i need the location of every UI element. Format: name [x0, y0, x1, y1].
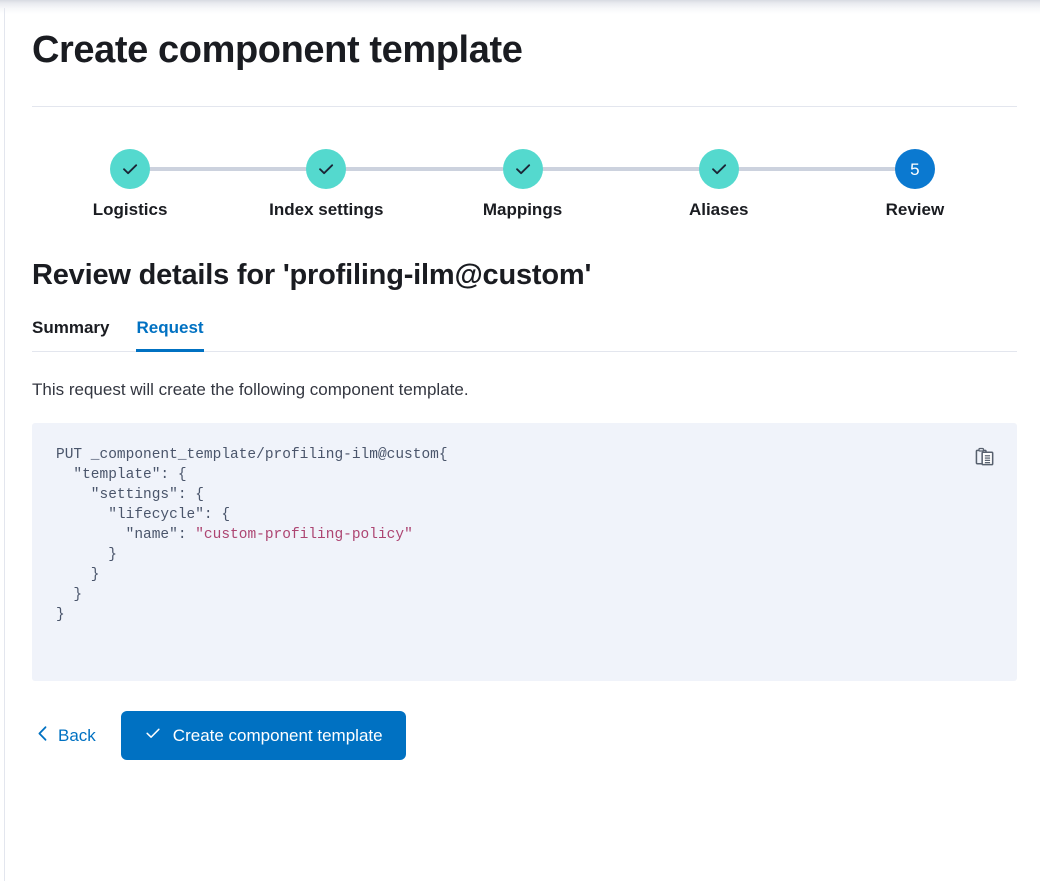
tab-summary[interactable]: Summary — [32, 318, 109, 352]
code-body-before: { "template": { "settings": { "lifecycle… — [73, 447, 448, 543]
request-code-text: PUT _component_template/profiling-ilm@cu… — [56, 445, 993, 625]
wizard-step-label: Review — [885, 200, 945, 219]
wizard-step-mappings[interactable]: Mappings — [424, 149, 620, 220]
window-left-border — [4, 8, 5, 881]
code-string-value: "custom-profiling-policy" — [195, 527, 413, 543]
review-heading: Review details for 'profiling-ilm@custom… — [32, 259, 592, 291]
tab-request[interactable]: Request — [136, 318, 204, 352]
wizard-step-indicator — [306, 149, 347, 189]
wizard-step-connector — [736, 167, 897, 171]
check-icon — [144, 724, 162, 747]
check-icon — [711, 164, 726, 175]
wizard-step-indicator — [502, 149, 543, 189]
create-component-template-button[interactable]: Create component template — [120, 711, 406, 760]
wizard-step-indicator: 5 — [894, 149, 935, 189]
create-component-template-page: Create component template Logistics Index… — [5, 0, 1040, 881]
create-component-template-button-label: Create component template — [172, 725, 383, 745]
check-icon — [515, 164, 530, 175]
copy-icon-glyph — [975, 447, 993, 465]
wizard-step-indicator — [110, 149, 151, 189]
wizard-step-connector — [540, 167, 701, 171]
request-code-block: PUT _component_template/profiling-ilm@cu… — [32, 423, 1017, 681]
code-body-after: } } } } — [56, 547, 117, 623]
wizard-step-index-settings[interactable]: Index settings — [228, 149, 424, 220]
wizard-step-label: Aliases — [688, 200, 749, 219]
wizard-step-label: Mappings — [482, 200, 563, 219]
header-divider — [32, 106, 1017, 107]
wizard-step-logistics[interactable]: Logistics — [32, 149, 228, 220]
code-request-line: PUT _component_template/profiling-ilm@cu… — [56, 447, 439, 463]
wizard-step-label: Logistics — [92, 200, 168, 219]
back-button-label: Back — [58, 725, 96, 745]
wizard-step-connector — [148, 167, 309, 171]
wizard-actions: Back Create component template — [32, 711, 1040, 760]
copy-icon[interactable] — [971, 443, 999, 471]
back-button[interactable]: Back — [32, 719, 100, 753]
page-title: Create component template — [32, 29, 523, 71]
wizard-step-connector — [344, 167, 505, 171]
wizard-step-aliases[interactable]: Aliases — [621, 149, 817, 220]
check-icon — [123, 164, 138, 175]
wizard-step-number: 5 — [910, 159, 920, 179]
review-tabs: Summary Request — [32, 318, 1017, 352]
request-description: This request will create the following c… — [32, 380, 469, 399]
wizard-step-indicator — [698, 149, 739, 189]
wizard-step-label: Index settings — [269, 200, 384, 219]
check-icon — [319, 164, 334, 175]
chevron-left-icon — [36, 725, 49, 747]
